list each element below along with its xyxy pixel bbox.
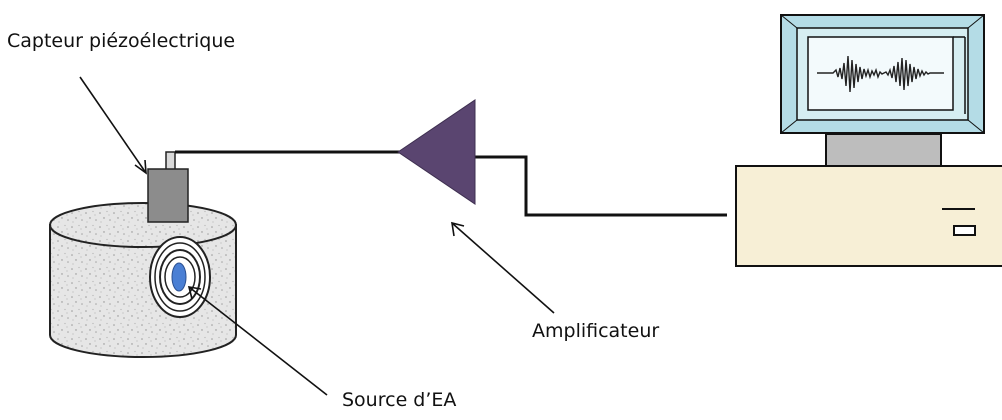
signal-cable: [175, 150, 727, 217]
source-arrowhead: [187, 286, 202, 300]
piezo-sensor-icon: [147, 151, 189, 223]
amplifier-arrowhead: [451, 221, 465, 237]
amplifier-triangle-icon: [397, 99, 476, 205]
sensor-arrowhead: [134, 159, 147, 175]
source-pointer-arrow: [188, 286, 328, 396]
sensor-label: Capteur piézoélectrique: [7, 30, 236, 52]
monitor-stand-icon: [825, 133, 942, 167]
amplifier-label: Amplificateur: [532, 320, 660, 342]
sensor-pointer-arrow: [79, 76, 147, 174]
waveform-signal-icon: [817, 55, 944, 93]
amplifier-pointer-arrow: [451, 222, 555, 314]
ae-source-label: Source d’EA: [342, 389, 457, 411]
computer-case-icon: [735, 165, 1002, 267]
pointer-arrows: [79, 76, 555, 396]
ae-source-icon: [149, 236, 211, 318]
